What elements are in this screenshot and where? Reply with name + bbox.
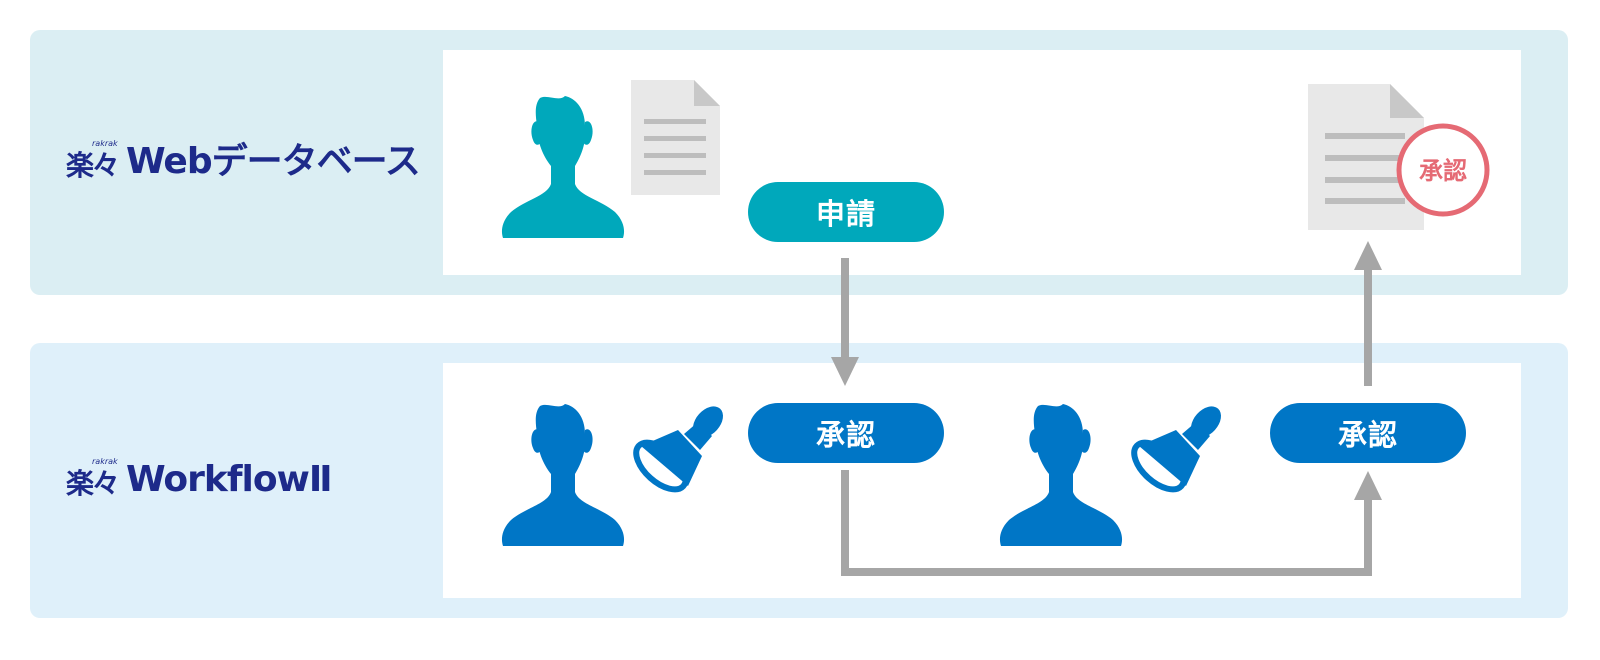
approved-document-icon: 承認 bbox=[1308, 84, 1490, 230]
logo-sub: rakrak bbox=[92, 457, 118, 466]
arrow-up-head bbox=[1354, 241, 1382, 270]
stamp-icon bbox=[628, 401, 729, 498]
logo-product-name: WorkflowⅡ bbox=[126, 459, 333, 500]
approve-step-2: 承認 bbox=[1270, 403, 1466, 463]
logo-sub: rakrak bbox=[92, 139, 118, 148]
rakrak-logo-mark: 楽々 rakrak bbox=[66, 140, 124, 180]
logo-kanji: 楽々 bbox=[66, 149, 120, 182]
web-database-logo: 楽々 rakrak Webデータベース bbox=[66, 140, 421, 182]
approve-step-1: 承認 bbox=[748, 403, 944, 463]
rakrak-logo-mark: 楽々 rakrak bbox=[66, 458, 124, 498]
approved-stamp-circle bbox=[1396, 123, 1490, 217]
approved-stamp-text: 承認 bbox=[1419, 157, 1467, 185]
connector-line bbox=[841, 470, 1372, 576]
document-icon bbox=[631, 80, 720, 195]
arrow-up-head bbox=[1354, 471, 1382, 500]
stamp-icon bbox=[1126, 401, 1227, 498]
workflow-panel bbox=[443, 363, 1521, 598]
logo-product-name: Webデータベース bbox=[126, 141, 421, 182]
approver-person-icon bbox=[501, 404, 625, 546]
workflow-logo: 楽々 rakrak WorkflowⅡ bbox=[66, 458, 333, 500]
approver-person-icon bbox=[999, 404, 1123, 546]
arrow-down-head bbox=[831, 357, 859, 386]
logo-kanji: 楽々 bbox=[66, 467, 120, 500]
applicant-person-icon bbox=[501, 96, 625, 238]
apply-step: 申請 bbox=[748, 182, 944, 242]
